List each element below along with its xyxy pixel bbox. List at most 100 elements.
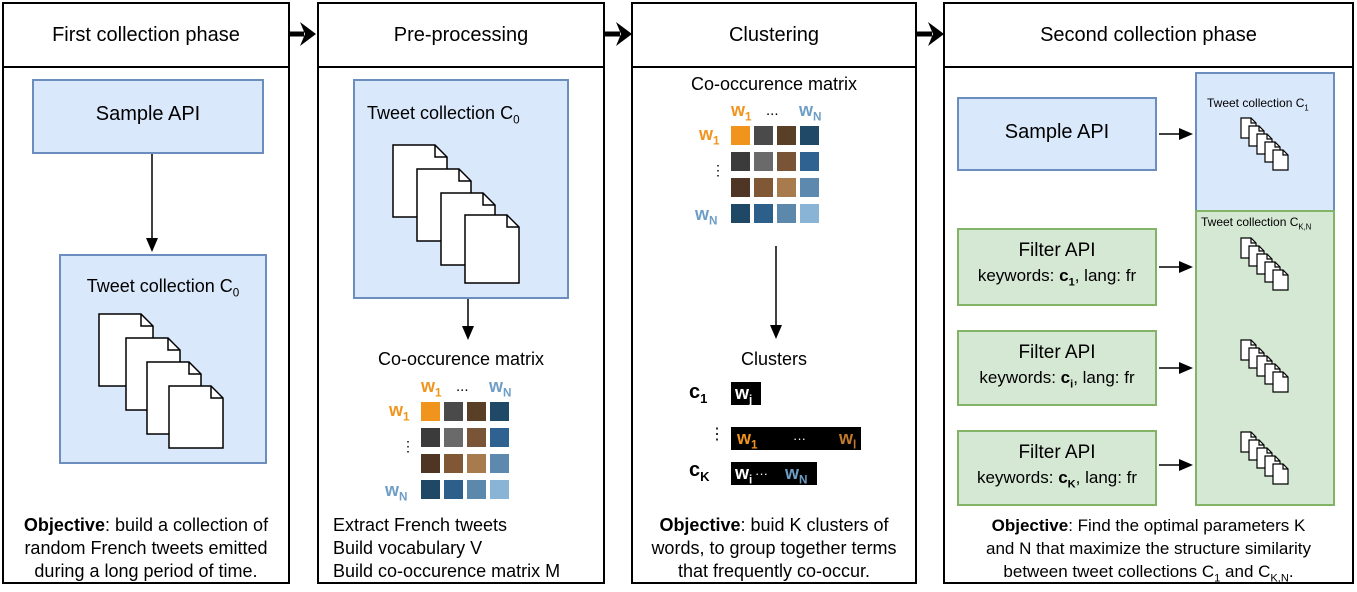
matrix-cell bbox=[731, 126, 750, 145]
arrow-down bbox=[770, 246, 782, 339]
tweet-collection-label: Tweet collection C0 bbox=[61, 276, 265, 300]
step-2: Build vocabulary V bbox=[333, 538, 483, 558]
objective-line1: : buid K clusters of bbox=[740, 515, 889, 535]
matrix-title: Co-occurence matrix bbox=[377, 349, 545, 369]
objective-label: Objective bbox=[991, 516, 1069, 535]
panel-title: Second collection phase bbox=[945, 4, 1352, 68]
matrix-col-ellipsis: ... bbox=[456, 378, 469, 395]
document-stack-icon bbox=[98, 313, 224, 449]
objective-line3: that frequently co-occur. bbox=[677, 561, 871, 581]
matrix-row-w1: w1 bbox=[389, 400, 410, 424]
matrix-cell bbox=[444, 454, 463, 473]
objective-line1: : build a collection of bbox=[104, 515, 269, 535]
objective-line2: random French tweets emitted bbox=[24, 538, 268, 558]
matrix-cell bbox=[754, 126, 773, 145]
sample-api-box: Sample API bbox=[957, 97, 1157, 171]
matrix-cell bbox=[467, 402, 486, 421]
panel-title: First collection phase bbox=[4, 4, 288, 68]
sample-api-label: Sample API bbox=[1004, 121, 1110, 143]
cluster-c1-chip: wj bbox=[731, 382, 761, 407]
arrow-down bbox=[146, 154, 158, 252]
objective-line1: : Find the optimal parameters K bbox=[1068, 516, 1306, 535]
matrix-cell bbox=[421, 402, 440, 421]
sample-api-box: Sample API bbox=[32, 79, 264, 154]
matrix-col-w1: w1 bbox=[731, 100, 752, 124]
filter-api-title: Filter API bbox=[1018, 442, 1096, 463]
matrix-cell bbox=[421, 454, 440, 473]
matrix-cell bbox=[777, 178, 796, 197]
panel-preprocessing: Pre-processing Tweet collection C0 Co-oc… bbox=[317, 2, 605, 584]
filter-api-box-2: Filter API keywords: ci, lang: fr bbox=[957, 330, 1157, 406]
matrix-cell bbox=[421, 428, 440, 447]
phase-arrow-2 bbox=[604, 22, 632, 46]
steps-text: Extract French tweets Build vocabulary V… bbox=[319, 514, 603, 583]
matrix-cell bbox=[777, 152, 796, 171]
cooccurrence-matrix: w1 ... wN w1 ⋮ wN bbox=[693, 100, 853, 230]
matrix-cell bbox=[490, 428, 509, 447]
objective-text: Objective: Find the optimal parameters K… bbox=[945, 514, 1352, 590]
matrix-row-ellipsis: ⋮ bbox=[711, 162, 725, 178]
collection-text: Tweet collection C bbox=[86, 276, 233, 296]
objective-line3: between tweet collections C1 and CK,N. bbox=[1003, 562, 1294, 585]
panel-first-collection: First collection phase Sample API Tweet … bbox=[2, 2, 290, 584]
phase-arrow-1 bbox=[288, 22, 316, 46]
matrix-cell bbox=[490, 480, 509, 499]
cluster-ck-chip: wi ··· wN bbox=[731, 462, 817, 487]
objective-label: Objective bbox=[659, 515, 741, 535]
matrix-col-w1: w1 bbox=[421, 376, 442, 400]
panel-title: Clustering bbox=[633, 4, 915, 68]
matrix-cell bbox=[754, 204, 773, 223]
objective-line2: words, to group together terms bbox=[651, 538, 897, 558]
matrix-cell bbox=[467, 454, 486, 473]
matrix-title: Co-occurence matrix bbox=[690, 74, 858, 94]
objective-line2: and N that maximize the structure simila… bbox=[986, 539, 1311, 558]
document-stack-icon bbox=[392, 144, 520, 284]
clusters-title: Clusters bbox=[740, 349, 807, 369]
matrix-cell bbox=[800, 204, 819, 223]
cluster-c1-label: c1 bbox=[689, 381, 708, 406]
objective-text: Objective: buid K clusters of words, to … bbox=[633, 514, 915, 583]
objective-label: Objective bbox=[23, 515, 105, 535]
step-3: Build co-occurence matrix M bbox=[333, 561, 561, 581]
collection-text: Tweet collection C bbox=[367, 103, 514, 123]
matrix-cell bbox=[467, 480, 486, 499]
matrix-cell bbox=[444, 402, 463, 421]
matrix-cell bbox=[754, 152, 773, 171]
sample-api-label: Sample API bbox=[95, 103, 201, 125]
matrix-col-ellipsis: ... bbox=[766, 102, 779, 119]
matrix-cell bbox=[490, 454, 509, 473]
matrix-cell bbox=[754, 178, 773, 197]
matrix-cell bbox=[731, 152, 750, 171]
filter-api-params: keywords: ci, lang: fr bbox=[979, 368, 1135, 391]
matrix-cell bbox=[467, 428, 486, 447]
filter-api-box-3: Filter API keywords: cK, lang: fr bbox=[957, 430, 1157, 506]
collection-sub: 0 bbox=[513, 113, 520, 127]
matrix-cell bbox=[800, 152, 819, 171]
filter-api-title: Filter API bbox=[1018, 240, 1096, 261]
matrix-cell bbox=[800, 178, 819, 197]
matrix-col-wn: wN bbox=[799, 100, 822, 124]
collection-c1-label: Tweet collection C1 bbox=[1207, 96, 1309, 113]
cluster-ci-chip: w1 ··· wl bbox=[731, 427, 861, 452]
tweet-collection-box: Tweet collection C0 bbox=[59, 254, 267, 464]
matrix-cell bbox=[731, 178, 750, 197]
filter-api-params: keywords: c1, lang: fr bbox=[977, 266, 1137, 289]
arrow-down bbox=[462, 299, 474, 340]
filter-api-params: keywords: cK, lang: fr bbox=[976, 468, 1138, 491]
matrix-col-wn: wN bbox=[489, 376, 512, 400]
matrix-row-wn: wN bbox=[385, 480, 408, 504]
matrix-cell bbox=[444, 480, 463, 499]
matrix-cell bbox=[800, 126, 819, 145]
matrix-cell bbox=[777, 204, 796, 223]
tweet-collection-label: Tweet collection C0 bbox=[367, 103, 520, 127]
panel-clustering: Clustering Co-occurence matrix w1 ... wN… bbox=[631, 2, 917, 584]
collection-sub: 0 bbox=[232, 286, 240, 300]
mini-document-stack-icons bbox=[1159, 117, 1289, 485]
filter-api-box-1: Filter API keywords: c1, lang: fr bbox=[957, 228, 1157, 306]
step-1: Extract French tweets bbox=[333, 515, 508, 535]
filter-api-title: Filter API bbox=[1018, 342, 1096, 363]
panel-title: Pre-processing bbox=[319, 4, 603, 68]
matrix-row-w1: w1 bbox=[699, 124, 720, 148]
collection-ckn-label: Tweet collection CK,N bbox=[1201, 215, 1312, 232]
matrix-row-ellipsis: ⋮ bbox=[401, 438, 415, 454]
